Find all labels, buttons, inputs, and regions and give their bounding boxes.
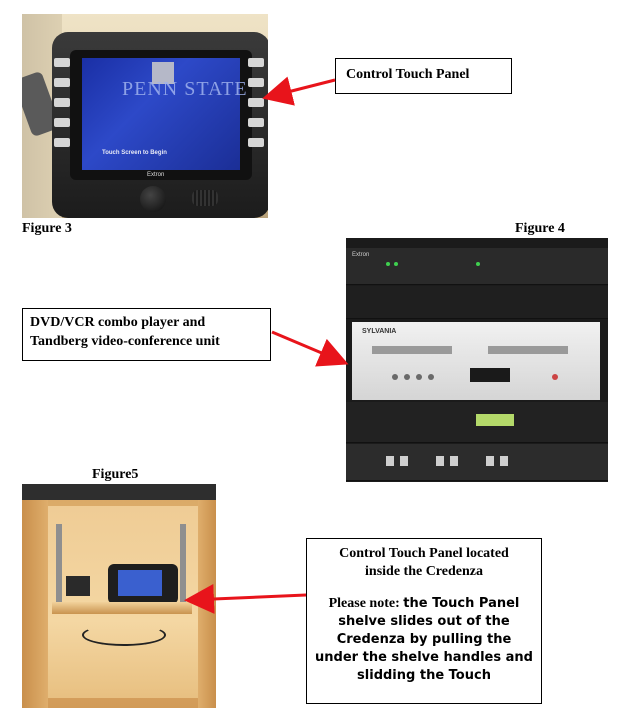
rack-unit-mixer [346, 444, 608, 481]
panel-side-button [248, 138, 264, 147]
panel-speaker-grille [192, 190, 218, 206]
mixer-switch [386, 456, 394, 466]
credenza-touch-panel-screen [118, 570, 162, 596]
callout-touch-panel: Control Touch Panel [335, 58, 512, 94]
rack-brand-text: Extron [352, 252, 370, 258]
mixer-switch [500, 456, 508, 466]
rack-unit-codec [346, 402, 608, 443]
status-led [394, 262, 398, 266]
panel-side-button [248, 118, 264, 127]
codec-lcd [476, 414, 514, 426]
arrow-to-dvd-player [271, 330, 349, 367]
callout-credenza: Control Touch Panel located inside the C… [306, 538, 542, 704]
mixer-switch [486, 456, 494, 466]
credenza-door-left [22, 500, 48, 708]
touch-panel-photo: PENN STATE Touch Screen to Begin Extron [22, 14, 268, 218]
arrow-to-touch-panel [262, 76, 336, 106]
credenza-top [22, 484, 216, 500]
dvd-vcr-player: SYLVANIA [352, 322, 600, 400]
dvd-button [428, 374, 434, 380]
equipment-rack-photo: Extron SYLVANIA [346, 238, 608, 482]
callout-credenza-line2: inside the Credenza [365, 564, 483, 579]
mixer-switch [450, 456, 458, 466]
shelf-rail [56, 524, 62, 602]
status-led [386, 262, 390, 266]
callout-dvd-line2: Tandberg video-conference unit [30, 334, 220, 349]
dvd-brand-text: SYLVANIA [362, 328, 397, 335]
screen-logo-image [152, 62, 174, 84]
panel-side-button [248, 98, 264, 107]
credenza-photo [22, 484, 216, 708]
rack-blank-panel [346, 286, 608, 319]
shelf-rail [180, 524, 186, 602]
credenza-device [66, 576, 90, 596]
mixer-switch [436, 456, 444, 466]
sliding-shelf [52, 602, 192, 614]
panel-volume-knob [140, 186, 166, 212]
callout-note-lead: Please note: [328, 596, 404, 611]
screen-prompt-text: Touch Screen to Begin [102, 150, 167, 156]
screen-logo-text: PENN STATE [122, 78, 248, 100]
panel-side-button [54, 58, 70, 67]
cable [82, 624, 166, 646]
callout-touch-panel-text: Control Touch Panel [346, 67, 470, 82]
panel-side-button [54, 118, 70, 127]
rack-unit-switcher: Extron [346, 248, 608, 285]
panel-side-button [54, 78, 70, 87]
figure-5-label: Figure5 [92, 467, 139, 482]
panel-side-button [248, 58, 264, 67]
panel-brand-text: Extron [147, 172, 165, 178]
figure-4-label: Figure 4 [515, 221, 565, 236]
status-led [476, 262, 480, 266]
mixer-switch [400, 456, 408, 466]
figure-3-label: Figure 3 [22, 221, 72, 236]
vcr-slot [488, 346, 568, 354]
dvd-button [392, 374, 398, 380]
callout-note-body: the Touch Panel shelve slides out of the… [315, 596, 533, 683]
callout-dvd-tandberg: DVD/VCR combo player and Tandberg video-… [22, 308, 271, 361]
panel-side-button [54, 138, 70, 147]
credenza-door-right [198, 500, 216, 708]
dvd-button [416, 374, 422, 380]
dvd-display [470, 368, 510, 382]
dvd-button [552, 374, 558, 380]
panel-side-button [248, 78, 264, 87]
callout-dvd-line1: DVD/VCR combo player and [30, 315, 206, 330]
callout-credenza-line1: Control Touch Panel located [339, 546, 509, 561]
dvd-button [404, 374, 410, 380]
dvd-tray [372, 346, 452, 354]
panel-side-button [54, 98, 70, 107]
